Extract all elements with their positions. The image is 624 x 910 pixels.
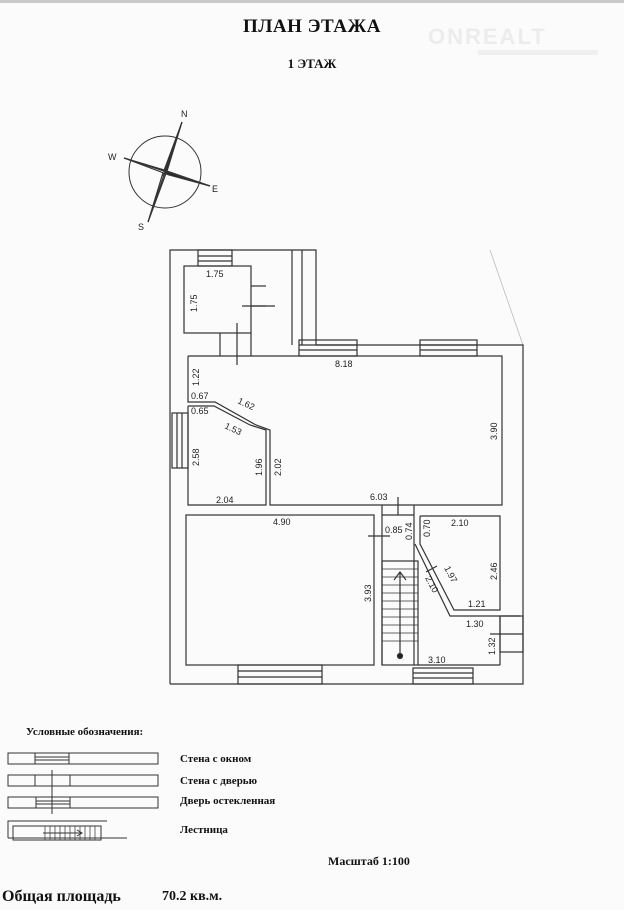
- legend-symbols: [7, 752, 159, 841]
- compass-west: W: [108, 152, 117, 162]
- dim-label: 4.90: [273, 517, 291, 527]
- dim-label: 1.62: [236, 396, 256, 412]
- page-title: ПЛАН ЭТАЖА: [242, 16, 382, 37]
- dim-label: 0.65: [191, 406, 209, 416]
- dim-label: 0.67: [191, 391, 209, 401]
- dim-label: 1.96: [254, 458, 264, 476]
- dim-label: 2.46: [489, 562, 499, 580]
- watermark-subtitle: [478, 50, 598, 55]
- dim-label: 1.75: [206, 269, 224, 279]
- floor-label: 1 ЭТАЖ: [287, 56, 337, 71]
- legend-window-wall: Стена с окном: [180, 753, 252, 765]
- watermark-logo: ONREALT: [428, 24, 547, 49]
- total-area-value: 70.2 кв.м.: [162, 889, 223, 904]
- compass-north: N: [181, 109, 188, 119]
- dim-label: 1.22: [191, 368, 201, 386]
- dim-label: 3.90: [489, 422, 499, 440]
- dim-label: 0.85: [385, 525, 403, 535]
- dim-label: 3.10: [428, 655, 446, 665]
- legend-stairs: Лестница: [180, 824, 228, 836]
- dim-label: 6.03: [370, 492, 388, 502]
- dim-label: 8.18: [335, 359, 353, 369]
- dim-label: 0.74: [404, 522, 414, 540]
- dim-label: 0.70: [422, 519, 432, 537]
- dim-label: 1.32: [487, 637, 497, 655]
- dim-label: 1.53: [223, 421, 243, 437]
- compass-south: S: [138, 222, 144, 232]
- dim-label: 1.75: [189, 294, 199, 312]
- scale-label: Масштаб 1:100: [328, 854, 410, 868]
- dim-label: 1.97: [442, 564, 459, 584]
- legend-door-wall: Стена с дверью: [180, 775, 258, 787]
- dim-label: 1.30: [466, 619, 484, 629]
- dim-label: 2.02: [273, 458, 283, 476]
- dim-label: 2.10: [451, 518, 469, 528]
- scan-edge: [0, 0, 624, 3]
- total-area-label: Общая площадь: [2, 888, 121, 905]
- compass-east: E: [212, 184, 218, 194]
- compass-icon: [123, 121, 211, 223]
- legend-title: Условные обозначения:: [26, 726, 144, 738]
- dim-label: 2.04: [216, 495, 234, 505]
- dim-label: 3.93: [363, 584, 373, 602]
- dim-label: 1.21: [468, 599, 486, 609]
- legend-glazed-door: Дверь остекленная: [180, 795, 276, 807]
- dim-label: 2.58: [191, 448, 201, 466]
